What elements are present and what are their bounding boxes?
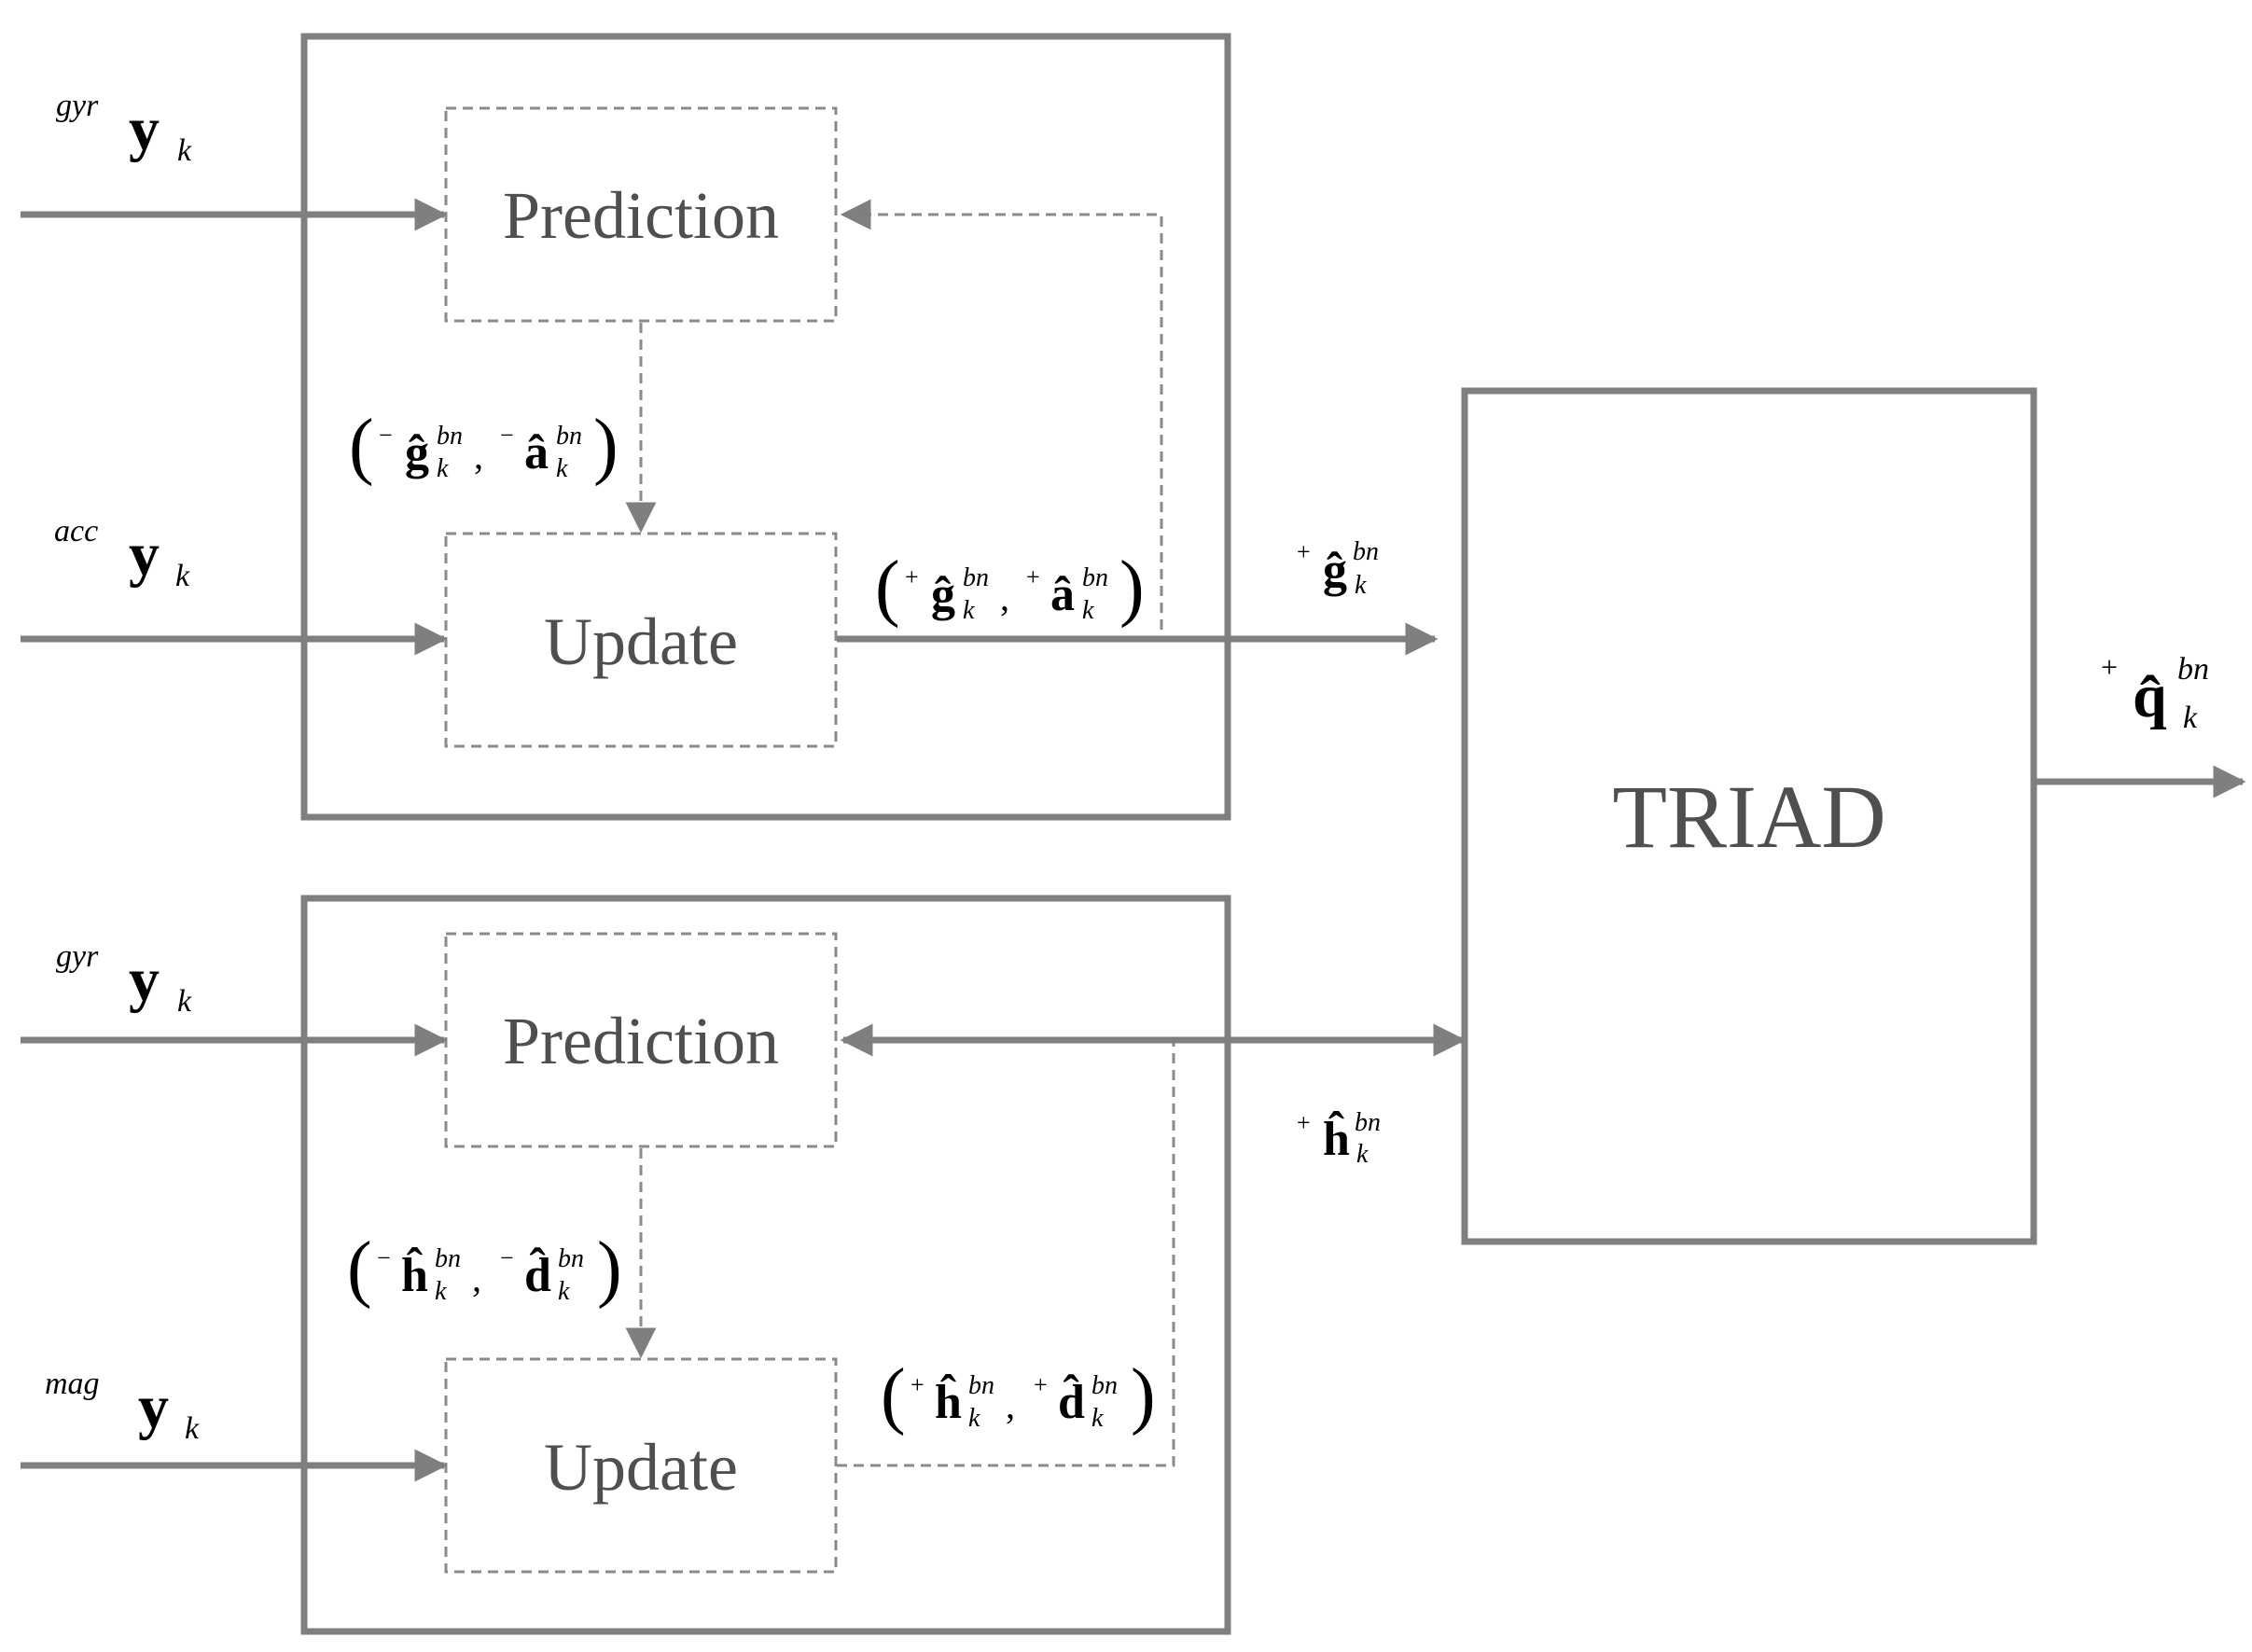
top-prior-a-sup: bn bbox=[437, 422, 463, 451]
top-posterior-rparen: ) bbox=[1119, 547, 1145, 629]
top-output-pre: + bbox=[1297, 538, 1311, 565]
bottom-posterior-b-sub: k bbox=[1091, 1404, 1104, 1433]
triad-output-sub: k bbox=[2183, 701, 2198, 735]
bottom-prior-a-pre: − bbox=[377, 1244, 391, 1271]
top-acc-input-base: y bbox=[129, 521, 160, 589]
bottom-prior-a-sub: k bbox=[435, 1277, 447, 1306]
bottom-posterior-b-pre: + bbox=[1034, 1371, 1048, 1398]
bottom-posterior-lparen: ( bbox=[881, 1354, 906, 1437]
top-output-base: ĝ bbox=[1323, 544, 1347, 597]
top-prior-a-pre: − bbox=[379, 422, 393, 449]
top-gyr-input-base: y bbox=[129, 95, 160, 163]
top-posterior-a-base: ĝ bbox=[931, 568, 955, 621]
bottom-output-label: + ĥ bn k bbox=[1297, 1108, 1381, 1169]
triad-output-base: q̂ bbox=[2133, 662, 2167, 730]
top-acc-input-sub: k bbox=[175, 559, 190, 593]
bottom-prior-b-pre: − bbox=[500, 1244, 514, 1271]
bottom-output-base: ĥ bbox=[1323, 1110, 1350, 1166]
triad-output-label: + q̂ bn k bbox=[2101, 650, 2209, 735]
top-prior-a-sub: k bbox=[437, 454, 449, 483]
top-update-label: Update bbox=[544, 604, 738, 679]
triad-output-pre: + bbox=[2101, 650, 2118, 684]
top-prediction-label: Prediction bbox=[503, 178, 779, 253]
bottom-prior-rparen: ) bbox=[597, 1228, 622, 1310]
top-posterior-b-pre: + bbox=[1026, 563, 1040, 590]
top-update-box bbox=[444, 532, 838, 748]
bottom-output-sup: bn bbox=[1355, 1108, 1381, 1137]
bottom-prior-b-sup: bn bbox=[558, 1244, 584, 1273]
bottom-posterior-a-base: ĥ bbox=[935, 1373, 962, 1429]
top-prior-pair: ( − ĝ bn k , − â bn k ) bbox=[349, 405, 619, 487]
bottom-gyr-input-sup: gyr bbox=[56, 939, 99, 974]
bottom-prior-b-base: d̂ bbox=[524, 1246, 551, 1302]
bottom-prior-b-sub: k bbox=[558, 1277, 570, 1306]
top-prior-b-sub: k bbox=[556, 454, 568, 483]
bottom-posterior-a-sup: bn bbox=[968, 1371, 994, 1400]
top-prior-rparen: ) bbox=[593, 405, 619, 487]
bottom-prior-a-sup: bn bbox=[435, 1244, 461, 1273]
top-acc-input-label: acc y k bbox=[54, 514, 190, 593]
top-prior-b-pre: − bbox=[500, 422, 514, 449]
top-posterior-a-sup: bn bbox=[963, 563, 989, 592]
top-prior-b-sup: bn bbox=[556, 422, 582, 451]
bottom-mag-input-base: y bbox=[138, 1373, 169, 1441]
bottom-prediction-box bbox=[444, 932, 838, 1148]
bottom-posterior-a-pre: + bbox=[911, 1371, 924, 1398]
bottom-gyr-input-sub: k bbox=[177, 984, 192, 1019]
triad-output-sup: bn bbox=[2177, 652, 2209, 687]
top-posterior-a-pre: + bbox=[905, 563, 919, 590]
bottom-output-pre: + bbox=[1297, 1109, 1311, 1136]
top-prediction-box bbox=[444, 106, 838, 323]
top-prior-a-base: ĝ bbox=[405, 426, 429, 479]
top-gyr-input-sub: k bbox=[177, 133, 192, 168]
top-output-sub: k bbox=[1355, 571, 1367, 600]
top-prior-b-base: â bbox=[524, 426, 549, 479]
bottom-posterior-comma: , bbox=[1006, 1384, 1015, 1426]
bottom-update-box bbox=[444, 1357, 838, 1574]
top-posterior-comma: , bbox=[1000, 576, 1009, 618]
bottom-gyr-input-label: gyr y k bbox=[56, 939, 192, 1019]
bottom-output-sub: k bbox=[1356, 1140, 1369, 1169]
bottom-posterior-pair: ( + ĥ bn k , + d̂ bn k ) bbox=[881, 1354, 1156, 1437]
top-prior-lparen: ( bbox=[349, 405, 374, 487]
top-posterior-lparen: ( bbox=[875, 547, 900, 629]
top-posterior-b-base: â bbox=[1050, 568, 1075, 621]
bottom-mag-input-sup: mag bbox=[45, 1367, 100, 1401]
bottom-prior-pair: ( − ĥ bn k , − d̂ bn k ) bbox=[347, 1228, 622, 1310]
top-posterior-a-sub: k bbox=[963, 596, 975, 625]
top-posterior-pair: ( + ĝ bn k , + â bn k ) bbox=[875, 547, 1145, 629]
top-output-sup: bn bbox=[1353, 537, 1379, 566]
bottom-prior-comma: , bbox=[472, 1257, 481, 1299]
bottom-gyr-input-base: y bbox=[129, 946, 160, 1014]
triad-box bbox=[1461, 387, 2037, 1245]
triad-label: TRIAD bbox=[1612, 767, 1885, 867]
top-gyr-input-label: gyr y k bbox=[56, 89, 192, 168]
bottom-mag-input-label: mag y k bbox=[45, 1367, 200, 1446]
top-prior-comma: , bbox=[474, 435, 483, 477]
top-posterior-b-sub: k bbox=[1082, 596, 1094, 625]
bottom-prior-a-base: ĥ bbox=[401, 1246, 428, 1302]
top-gyr-input-sup: gyr bbox=[56, 89, 99, 123]
bottom-feedback-line bbox=[837, 1040, 1175, 1467]
top-feedback-arrow bbox=[840, 199, 1163, 630]
bottom-prior-lparen: ( bbox=[347, 1228, 372, 1310]
bottom-prediction-label: Prediction bbox=[503, 1004, 779, 1078]
bottom-posterior-rparen: ) bbox=[1131, 1354, 1156, 1437]
top-posterior-b-sup: bn bbox=[1082, 563, 1108, 592]
bottom-mag-input-sub: k bbox=[185, 1411, 200, 1446]
bottom-posterior-b-base: d̂ bbox=[1058, 1373, 1085, 1429]
top-acc-input-sup: acc bbox=[54, 514, 98, 548]
top-output-label: + ĝ bn k bbox=[1297, 537, 1379, 600]
bottom-posterior-a-sub: k bbox=[968, 1404, 980, 1433]
bottom-posterior-b-sup: bn bbox=[1091, 1371, 1118, 1400]
bottom-update-label: Update bbox=[544, 1430, 738, 1505]
